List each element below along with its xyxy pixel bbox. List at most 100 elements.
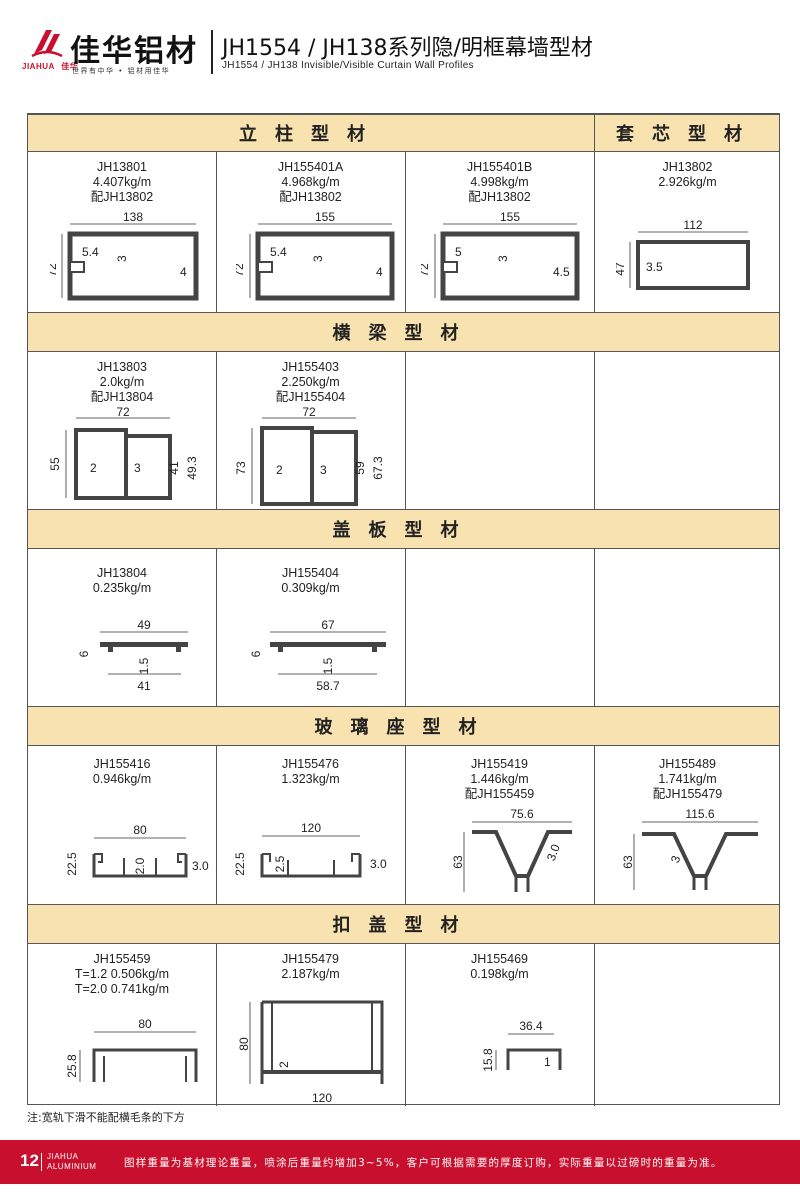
profile-drawing-JH155479: 80 2 120 xyxy=(237,1000,384,1105)
section-title-core: 套芯型材 xyxy=(616,124,760,145)
dim-thickness: 6 xyxy=(77,650,91,657)
dim-inner-width: 58.7 xyxy=(316,679,340,693)
dim-wall: 2 xyxy=(276,463,283,477)
dim-wall: 1 xyxy=(544,1055,551,1069)
profile-drawing-JH13803: 72 55 2 3 41 49.3 xyxy=(50,406,199,500)
dim-wall: 3 xyxy=(320,463,327,477)
divider xyxy=(594,152,595,312)
profile-weight: 2.250kg/m xyxy=(281,375,340,389)
dim-width: 80 xyxy=(133,823,147,837)
profile-drawing-JH13804: 49 6 1.5 41 xyxy=(77,618,188,693)
profile-weight: T=1.2 0.506kg/m xyxy=(74,967,170,981)
divider xyxy=(216,944,217,1106)
profile-info-JH155479: JH155479 2.187kg/m xyxy=(216,952,405,982)
profile-weight: 1.323kg/m xyxy=(281,772,340,786)
dim-height: 72 xyxy=(236,263,246,277)
dim-width: 49 xyxy=(137,618,151,632)
dim-wall: 2.5 xyxy=(273,855,287,872)
profile-weight: T=2.0 0.741kg/m xyxy=(74,982,170,996)
dim-wall: 2 xyxy=(277,1061,291,1068)
footer-disclaimer: 图样重量为基材理论重量，喷涂后重量约增加3~5%，客户可根据需要的厚度订购，实际… xyxy=(124,1157,723,1169)
dim-wall: 4 xyxy=(376,265,383,279)
profile-weight: 2.187kg/m xyxy=(281,967,340,981)
profile-weight: 0.946kg/m xyxy=(92,772,152,786)
profile-weight: 4.407kg/m xyxy=(92,175,152,189)
page-footer: 12 JIAHUA ALUMINIUM 图样重量为基材理论重量，喷涂后重量约增加… xyxy=(0,1140,800,1184)
dim-height: 22.5 xyxy=(233,852,247,876)
footer-brand: JIAHUA ALUMINIUM xyxy=(47,1152,96,1172)
dim-width: 115.6 xyxy=(685,807,714,821)
dim-height: 72 xyxy=(50,263,59,277)
dim-width: 72 xyxy=(302,406,316,419)
profile-info-JH13803: JH13803 2.0kg/m 配JH13804 xyxy=(28,360,216,405)
divider xyxy=(594,944,595,1106)
profile-info-JH155404: JH155404 0.309kg/m xyxy=(216,566,405,596)
section-header-transom: 横梁型材 xyxy=(28,312,779,352)
profile-drawing-JH155476: 120 22.5 2.5 3.0 xyxy=(233,821,387,878)
profile-match: 配JH155459 xyxy=(464,787,535,801)
dim-wall: 3.5 xyxy=(646,260,663,274)
dim-wall: 3 xyxy=(115,255,129,262)
footer-brand-line: JIAHUA xyxy=(47,1152,79,1161)
footnote: 注:宽轨下滑不能配横毛条的下方 xyxy=(27,1111,185,1124)
dim-height-outer: 67.3 xyxy=(371,456,385,480)
profile-match: 配JH155479 xyxy=(652,787,723,801)
divider xyxy=(405,352,406,509)
dim-wall: 1.5 xyxy=(321,657,335,674)
profile-info-JH13804: JH13804 0.235kg/m xyxy=(28,566,216,596)
dim-height-inner: 59 xyxy=(353,461,367,475)
profile-info-JH155401B: JH155401B 4.998kg/m 配JH13802 xyxy=(405,160,594,205)
dim-wall: 3 xyxy=(496,255,510,262)
profile-weight: 1.446kg/m xyxy=(470,772,529,786)
dim-height-outer: 49.3 xyxy=(185,456,199,480)
dim-wall: 3 xyxy=(311,255,325,262)
footer-brand-line: ALUMINIUM xyxy=(47,1162,97,1171)
section-title: 立柱型材 xyxy=(239,124,383,145)
profile-drawing-JH155401B: 155 72 5 3 4.5 xyxy=(421,210,580,301)
profile-weight: 1.741kg/m xyxy=(658,772,717,786)
dim-height: 22.5 xyxy=(65,852,79,876)
profile-drawing-JH155469: 36.4 15.8 1 xyxy=(481,1019,562,1072)
profile-info-JH155489: JH155489 1.741kg/m 配JH155479 xyxy=(594,757,781,802)
profile-code: JH13801 xyxy=(96,160,148,174)
profile-weight: 2.0kg/m xyxy=(99,375,145,389)
profile-code: JH155489 xyxy=(659,757,716,771)
divider xyxy=(594,549,595,706)
dim-height: 63 xyxy=(451,855,465,869)
profile-weight: 0.198kg/m xyxy=(470,967,529,981)
profile-drawing-JH13801: 138 72 5.4 3 4 xyxy=(50,210,199,301)
profile-code: JH155416 xyxy=(93,757,151,771)
dim-inner-width: 41 xyxy=(137,679,151,693)
divider xyxy=(405,152,406,312)
dim-wall: 3.0 xyxy=(192,859,209,873)
dim-wall: 3 xyxy=(668,853,684,864)
dim-height: 72 xyxy=(421,263,431,277)
profile-info-JH13802: JH13802 2.926kg/m xyxy=(594,160,781,190)
dim-height: 55 xyxy=(50,457,62,471)
header-divider xyxy=(211,30,213,74)
dim-wall: 3.0 xyxy=(370,857,387,871)
profile-code: JH155401B xyxy=(466,160,533,174)
dim-width: 138 xyxy=(123,210,143,224)
profile-info-JH155416: JH155416 0.946kg/m xyxy=(28,757,216,787)
dim-height: 47 xyxy=(616,262,627,276)
profiles-table: 立柱型材 套芯型材 横梁型材 盖板型材 玻璃座型材 扣盖型材 JH13801 4… xyxy=(27,113,781,1106)
dim-height: 25.8 xyxy=(65,1054,79,1078)
profile-info-JH155469: JH155469 0.198kg/m xyxy=(405,952,594,982)
profile-match: 配JH13802 xyxy=(468,190,531,204)
dim-height: 15.8 xyxy=(481,1048,495,1072)
profile-match: 配JH13802 xyxy=(90,190,154,204)
section-header-mullion: 立柱型材 套芯型材 xyxy=(28,114,779,152)
page-subtitle: JH1554 / JH138 Invisible/Visible Curtain… xyxy=(222,60,474,71)
divider xyxy=(216,152,217,312)
logo-latin-text: JIAHUA 佳华 xyxy=(22,62,79,71)
divider xyxy=(405,746,406,904)
profile-info-JH155401A: JH155401A 4.968kg/m 配JH13802 xyxy=(216,160,405,205)
dim-wall: 5.4 xyxy=(270,245,287,259)
profile-drawing-JH155403: 72 73 2 3 59 67.3 xyxy=(236,406,385,506)
profile-drawing-JH155459: 80 25.8 xyxy=(65,1017,198,1082)
profile-info-JH155476: JH155476 1.323kg/m xyxy=(216,757,405,787)
dim-width: 67 xyxy=(321,618,335,632)
profile-match: 配JH155404 xyxy=(275,390,346,404)
profile-drawing-JH155416: 80 22.5 2.0 3.0 xyxy=(65,823,209,878)
